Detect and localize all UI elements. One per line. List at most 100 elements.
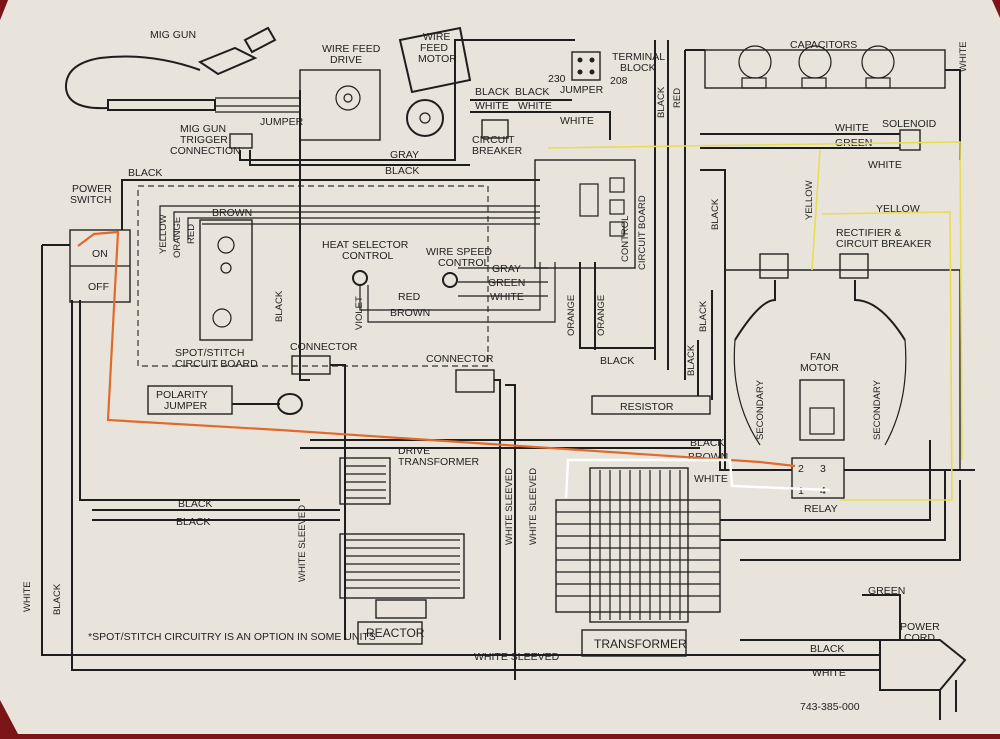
label-secondary-left: SECONDARY — [755, 379, 766, 440]
label-white-tb2: WHITE — [518, 100, 552, 112]
label-fan-1: FAN — [810, 351, 830, 363]
label-black-center: BLACK — [274, 290, 285, 322]
label-rectifier-1: RECTIFIER & — [836, 227, 901, 239]
label-secondary-right: SECONDARY — [872, 379, 883, 440]
resistor: RESISTOR — [591, 395, 711, 415]
label-black-low2: BLACK — [176, 516, 210, 528]
label-cb-1: CIRCUIT — [472, 134, 515, 146]
label-wire-feed-drive-2: DRIVE — [330, 54, 362, 66]
label-connector-mid: CONNECTOR — [426, 353, 494, 365]
svg-text:CONTROL: CONTROL — [620, 216, 631, 262]
label-white-sleeved-4: WHITE SLEEVED — [474, 651, 560, 663]
label-brown-spot: BROWN — [212, 207, 252, 219]
label-cb-2: BREAKER — [472, 145, 523, 157]
label-relay-pin-4: 4 — [820, 485, 826, 497]
trigger-connector — [229, 133, 253, 149]
label-capacitors: CAPACITORS — [790, 39, 857, 51]
label-black-low1: BLACK — [178, 498, 212, 510]
label-black-switch: BLACK — [128, 167, 162, 179]
label-red-spot: RED — [186, 224, 197, 244]
label-wirespeed-1: WIRE SPEED — [426, 246, 492, 258]
label-black-r1: BLACK — [710, 198, 721, 230]
label-relay-pin-2: 2 — [798, 463, 804, 475]
label-ccb-1: CONTROL — [620, 216, 631, 262]
label-wirespeed-2: CONTROL — [438, 257, 489, 269]
label-white-right: WHITE — [868, 159, 902, 171]
label-black-cord: BLACK — [810, 643, 844, 655]
label-switch-off: OFF — [88, 281, 109, 293]
label-motor-2: FEED — [420, 42, 448, 54]
label-gray: GRAY — [390, 149, 419, 161]
mig-gun: MIG GUN — [64, 26, 277, 111]
spot-stitch-box — [137, 185, 489, 367]
label-white-ws: WHITE — [490, 291, 524, 303]
label-black-top: BLACK — [385, 165, 419, 177]
label-black-r3: BLACK — [686, 344, 697, 376]
label-white-sleeved-2: WHITE SLEEVED — [504, 468, 515, 545]
label-jumper: JUMPER — [260, 116, 304, 128]
label-terminal-2: BLOCK — [620, 62, 656, 74]
label-power-switch-2: SWITCH — [70, 194, 111, 206]
label-white-tb1: WHITE — [475, 100, 509, 112]
label-heat-1: HEAT SELECTOR — [322, 239, 409, 251]
label-switch-on: ON — [92, 248, 108, 260]
label-terminal-1: TERMINAL — [612, 51, 665, 63]
label-polarity-2: JUMPER — [164, 400, 208, 412]
label-230: 230 — [548, 73, 566, 85]
label-black-tb1: BLACK — [475, 86, 509, 98]
label-yellow-rect: YELLOW — [804, 180, 815, 220]
label-motor-1: WIRE — [423, 31, 450, 43]
label-white-left: WHITE — [22, 581, 33, 612]
svg-text:CIRCUIT BOARD: CIRCUIT BOARD — [637, 195, 648, 270]
wire-speed-knob — [442, 272, 458, 288]
label-black-r2: BLACK — [698, 300, 709, 332]
main-transformer: TRANSFORMER — [555, 467, 721, 657]
orange-highlight-trace — [77, 230, 796, 468]
yellow-highlight-trace — [547, 141, 963, 501]
label-transformer: TRANSFORMER — [594, 637, 687, 651]
label-yellow-spot: YELLOW — [158, 214, 169, 254]
label-white-cb: WHITE — [560, 115, 594, 127]
solenoid: SOLENOID — [882, 118, 937, 151]
label-mig-gun: MIG GUN — [150, 29, 196, 41]
label-resistor: RESISTOR — [620, 401, 674, 413]
label-black-tb2: BLACK — [515, 86, 549, 98]
label-motor-3: MOTOR — [418, 53, 457, 65]
label-orange-ccb2: ORANGE — [596, 295, 607, 336]
label-fan-2: MOTOR — [800, 362, 839, 374]
label-ccb-2: CIRCUIT BOARD — [637, 195, 648, 270]
label-orange-ccb1: ORANGE — [566, 295, 577, 336]
label-gray-ws: GRAY — [492, 263, 521, 275]
label-black-left: BLACK — [52, 583, 63, 615]
label-reactor: REACTOR — [366, 626, 425, 640]
label-red-riser: RED — [672, 88, 683, 108]
label-red-heat: RED — [398, 291, 421, 303]
label-power-cord-2: CORD — [904, 632, 935, 644]
label-black-ccb: BLACK — [600, 355, 634, 367]
label-relay: RELAY — [804, 503, 838, 515]
label-relay-pin-1: 1 — [798, 485, 804, 497]
label-heat-2: CONTROL — [342, 250, 393, 262]
label-spot-stitch-2: CIRCUIT BOARD — [175, 358, 258, 370]
label-white-sleeved-1: WHITE SLEEVED — [297, 505, 308, 582]
relay: 2 3 1 4 RELAY — [791, 457, 845, 515]
